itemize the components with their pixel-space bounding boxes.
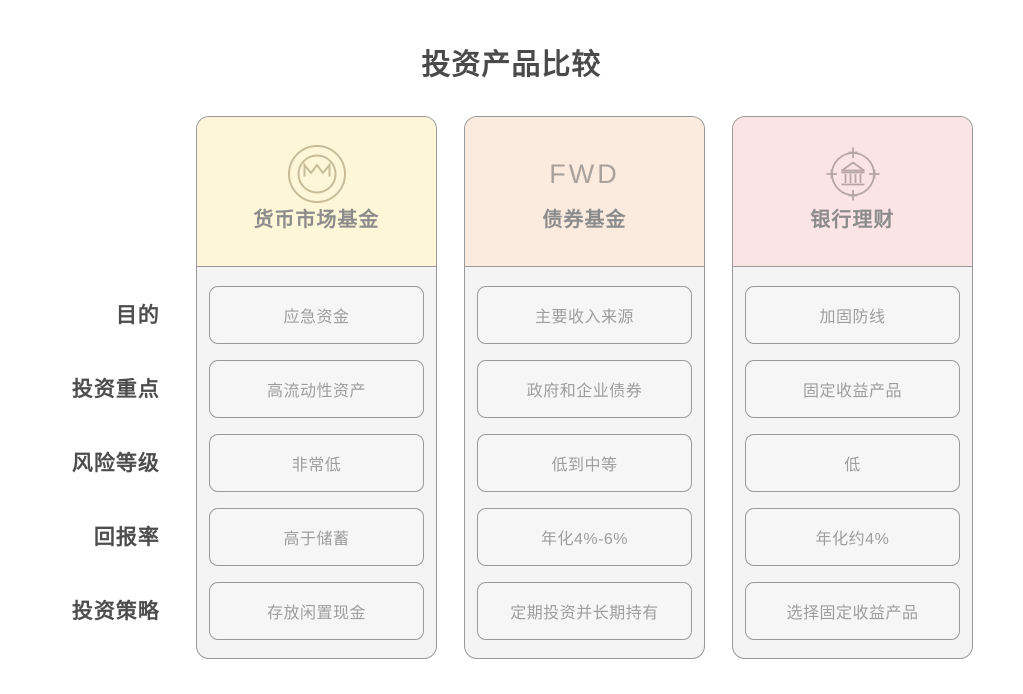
card-body-bond-fund: 主要收入来源 政府和企业债券 低到中等 年化4%-6% 定期投资并长期持有 xyxy=(465,267,704,658)
card-header-bank-wealth-management: 银行理财 xyxy=(733,117,972,267)
row-label-investment-strategy: 投资策略 xyxy=(72,600,160,623)
coin-m-icon xyxy=(286,143,348,205)
product-card-bond-fund[interactable]: FWD 债券基金 主要收入来源 政府和企业债券 低到中等 年化4%-6% 定期投… xyxy=(464,116,705,659)
cell-risk-level[interactable]: 低到中等 xyxy=(477,434,692,492)
card-title-bank-wealth-management: 银行理财 xyxy=(810,209,895,231)
icon-slot xyxy=(822,141,884,207)
cell-risk-level[interactable]: 低 xyxy=(745,434,960,492)
icon-slot: FWD xyxy=(549,141,619,207)
cell-return-rate[interactable]: 年化4%-6% xyxy=(477,508,692,566)
fwd-wordmark-icon: FWD xyxy=(549,159,620,189)
product-card-bank-wealth-management[interactable]: 银行理财 加固防线 固定收益产品 低 年化约4% 选择固定收益产品 xyxy=(732,116,973,659)
cell-investment-strategy[interactable]: 定期投资并长期持有 xyxy=(477,582,692,640)
card-header-bond-fund: FWD 债券基金 xyxy=(465,117,704,267)
cell-return-rate[interactable]: 高于储蓄 xyxy=(209,508,424,566)
card-header-money-market-fund: 货币市场基金 xyxy=(197,117,436,267)
icon-slot xyxy=(286,141,348,207)
row-label-investment-focus: 投资重点 xyxy=(72,378,160,401)
comparison-board: 目的 投资重点 风险等级 回报率 投资策略 货币市场基金 xyxy=(0,116,1023,661)
cell-investment-strategy[interactable]: 存放闲置现金 xyxy=(209,582,424,640)
cell-investment-focus[interactable]: 固定收益产品 xyxy=(745,360,960,418)
cell-return-rate[interactable]: 年化约4% xyxy=(745,508,960,566)
card-body-money-market-fund: 应急资金 高流动性资产 非常低 高于储蓄 存放闲置现金 xyxy=(197,267,436,658)
card-title-bond-fund: 债券基金 xyxy=(542,209,627,231)
row-label-purpose: 目的 xyxy=(116,304,160,327)
bank-target-icon xyxy=(822,143,884,205)
product-card-list: 货币市场基金 应急资金 高流动性资产 非常低 高于储蓄 存放闲置现金 FWD 债… xyxy=(196,116,986,659)
product-card-money-market-fund[interactable]: 货币市场基金 应急资金 高流动性资产 非常低 高于储蓄 存放闲置现金 xyxy=(196,116,437,659)
row-label-column: 目的 投资重点 风险等级 回报率 投资策略 xyxy=(0,285,178,655)
cell-purpose[interactable]: 应急资金 xyxy=(209,286,424,344)
cell-investment-focus[interactable]: 政府和企业债券 xyxy=(477,360,692,418)
card-title-money-market-fund: 货币市场基金 xyxy=(253,209,380,231)
cell-risk-level[interactable]: 非常低 xyxy=(209,434,424,492)
page-title: 投资产品比较 xyxy=(421,49,602,81)
card-body-bank-wealth-management: 加固防线 固定收益产品 低 年化约4% 选择固定收益产品 xyxy=(733,267,972,658)
cell-investment-focus[interactable]: 高流动性资产 xyxy=(209,360,424,418)
cell-purpose[interactable]: 主要收入来源 xyxy=(477,286,692,344)
cell-purpose[interactable]: 加固防线 xyxy=(745,286,960,344)
row-label-return-rate: 回报率 xyxy=(94,526,160,549)
row-label-risk-level: 风险等级 xyxy=(72,452,160,475)
cell-investment-strategy[interactable]: 选择固定收益产品 xyxy=(745,582,960,640)
